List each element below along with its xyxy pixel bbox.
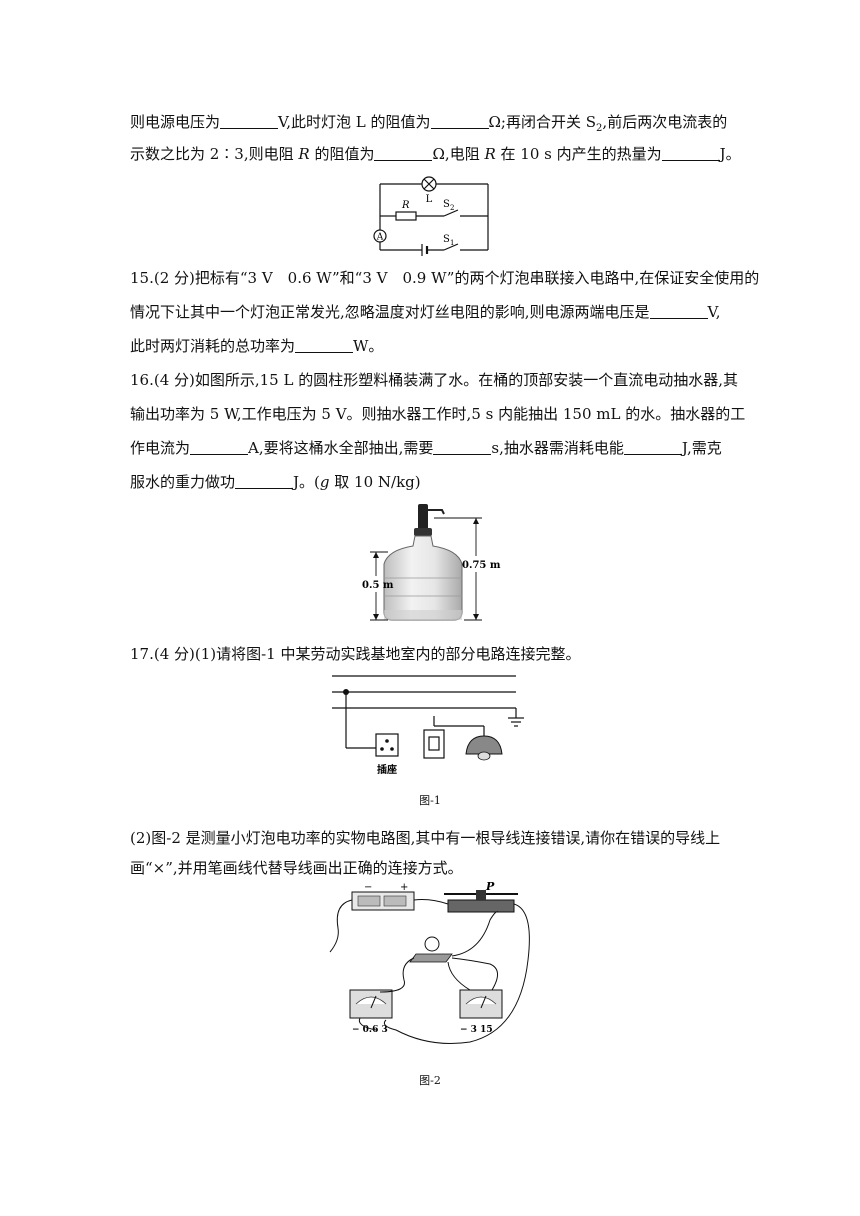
svg-text:0.5 m: 0.5 m [362, 580, 394, 591]
svg-text:P: P [485, 880, 495, 893]
q16-line-2: 输出功率为 5 W,工作电压为 5 V。则抽水器工作时,5 s 内能抽出 150… [130, 405, 746, 423]
figure-1-caption: 图-1 [419, 794, 441, 807]
q17-part2-line-2: 画“×”,并用笔画线代替导线画出正确的连接方式。 [130, 859, 463, 877]
figure-2-caption: 图-2 [419, 1074, 441, 1087]
svg-text:S: S [443, 234, 450, 245]
bulb-icon [424, 936, 440, 952]
q14-circuit-diagram: A L R S 2 S 1 [373, 176, 489, 256]
household-circuit-figure: 插座 [332, 675, 524, 776]
svg-text:2: 2 [450, 204, 454, 212]
answer-blank[interactable] [661, 146, 720, 161]
svg-text:L: L [426, 194, 433, 205]
answer-blank[interactable] [220, 114, 279, 129]
rheostat-icon [447, 899, 515, 913]
svg-text:+: + [400, 882, 408, 893]
lamp-icon [421, 176, 437, 192]
q16-line-1: 16.(4 分)如图所示,15 L 的圆柱形塑料桶装满了水。在桶的顶部安装一个直… [130, 371, 738, 389]
answer-blank[interactable] [295, 338, 354, 353]
svg-text:− 3 15: − 3 15 [460, 1025, 493, 1035]
pump-icon [418, 504, 428, 530]
ammeter-icon [373, 229, 387, 243]
q17-part2-line-1: (2)图-2 是测量小灯泡电功率的实物电路图,其中有一根导线连接错误,请你在错误… [130, 829, 721, 847]
q17-part1: 17.(4 分)(1)请将图-1 中某劳动实践基地室内的部分电路连接完整。 [130, 645, 581, 663]
answer-blank[interactable] [190, 440, 249, 455]
switch-s1-icon [443, 243, 459, 251]
answer-blank[interactable] [374, 146, 433, 161]
svg-text:0.75 m: 0.75 m [462, 560, 501, 571]
socket-icon [375, 733, 399, 757]
svg-text:1: 1 [450, 239, 454, 247]
answer-blank[interactable] [623, 440, 682, 455]
answer-blank[interactable] [235, 474, 294, 489]
switch-s2-icon [443, 209, 459, 217]
svg-text:A: A [376, 233, 384, 243]
svg-text:插座: 插座 [377, 763, 397, 776]
ceiling-lamp-icon [465, 735, 503, 755]
svg-text:S: S [443, 199, 450, 210]
water-bucket-figure: 0.5 m 0.75 m [362, 504, 501, 621]
answer-blank[interactable] [649, 304, 708, 319]
svg-text:−: − [364, 882, 372, 893]
q15-line-1: 15.(2 分)把标有“3 V 0.6 W”和“3 V 0.9 W”的两个灯泡串… [130, 269, 760, 287]
physical-circuit-figure: − + P − 0.6 3 − 3 15 [329, 880, 530, 1044]
resistor-icon [395, 211, 417, 221]
answer-blank[interactable] [430, 114, 489, 129]
svg-text:− 0.6 3: − 0.6 3 [352, 1025, 388, 1035]
svg-text:R: R [401, 200, 410, 211]
answer-blank[interactable] [433, 440, 492, 455]
